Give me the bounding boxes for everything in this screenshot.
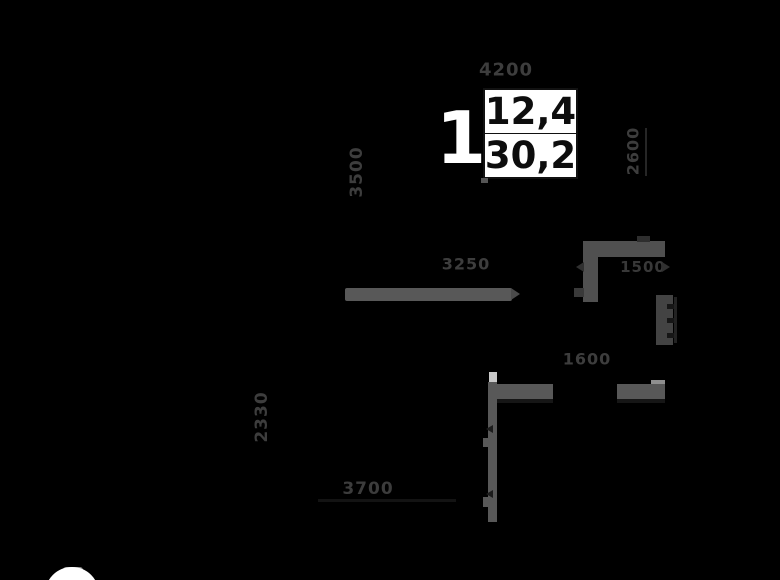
wall-l-horizontal xyxy=(583,241,665,257)
wall-balcony-notch-3 xyxy=(667,333,674,338)
wall-light-tick xyxy=(651,380,665,384)
wall-shadow-right xyxy=(617,399,665,403)
wall-long-horizontal-end xyxy=(511,288,520,300)
dimension-line-bottom xyxy=(318,499,456,502)
dimension-arrow-left xyxy=(576,262,584,272)
dimension-line-right-upper xyxy=(645,128,647,176)
dimension-arrow-right xyxy=(662,262,670,272)
wall-dim-arrow-2 xyxy=(486,490,493,498)
dimension-left-upper: 3500 xyxy=(347,146,367,198)
area-info-box: 12,4 30,2 xyxy=(483,88,578,179)
dimension-middle: 3250 xyxy=(441,254,491,274)
wall-bottom-vertical-notch-1 xyxy=(483,438,488,447)
dimension-right-upper: 2600 xyxy=(623,126,643,176)
wall-bottom-horizontal-left xyxy=(488,384,553,399)
wall-fragment-under-box xyxy=(481,178,488,183)
wall-l-step xyxy=(574,288,584,297)
wall-balcony-edge xyxy=(674,297,677,343)
dimension-bottom-left: 2330 xyxy=(252,391,272,443)
wall-l-vertical xyxy=(583,255,598,302)
total-area-value: 30,2 xyxy=(484,134,577,177)
wall-shadow-left xyxy=(497,399,553,403)
logo-circle xyxy=(45,567,99,580)
wall-balcony-notch-1 xyxy=(667,304,674,309)
dimension-bottom: 3700 xyxy=(342,479,394,499)
room-area-value: 12,4 xyxy=(484,90,577,133)
wall-white-cap xyxy=(489,372,497,383)
wall-bottom-vertical xyxy=(488,382,497,522)
wall-long-horizontal xyxy=(345,288,512,301)
wall-dim-arrow-1 xyxy=(486,425,493,433)
wall-balcony-notch-2 xyxy=(667,318,674,323)
wall-l-notch xyxy=(637,236,650,242)
dimension-right-middle: 1500 xyxy=(620,258,666,276)
dimension-right-lower: 1600 xyxy=(562,349,612,369)
dimension-top: 4200 xyxy=(478,59,534,81)
wall-bottom-vertical-notch-2 xyxy=(483,497,488,507)
unit-number: 1 xyxy=(436,96,487,180)
area-box-divider xyxy=(485,133,576,134)
wall-bottom-horizontal-right xyxy=(617,384,665,399)
